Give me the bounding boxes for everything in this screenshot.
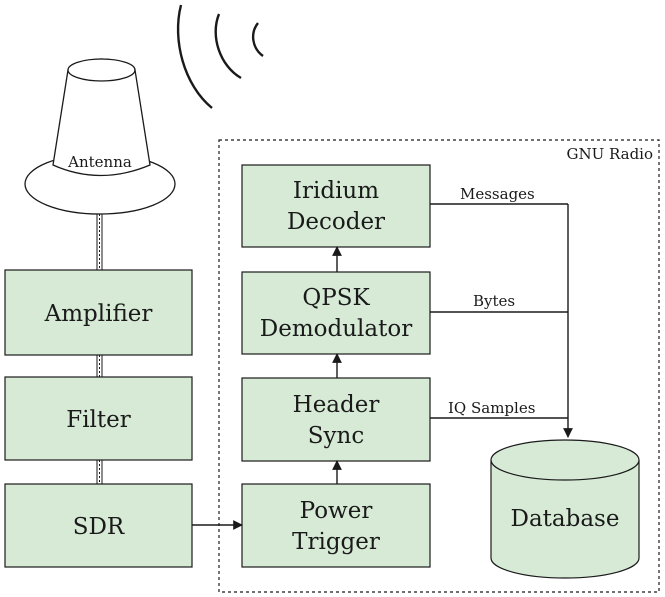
gnu-radio-group xyxy=(218,139,660,593)
bytes-edge-label: Bytes xyxy=(473,292,515,310)
database-cylinder xyxy=(490,439,640,579)
antenna-icon xyxy=(24,58,176,215)
filter-box xyxy=(4,376,193,461)
qpsk-demodulator-line2: Demodulator xyxy=(260,316,412,342)
power-trigger-line1: Power xyxy=(300,498,373,524)
amplifier-filter-cable xyxy=(96,355,103,377)
header-sync-box xyxy=(241,377,431,462)
amplifier-label: Amplifier xyxy=(44,301,153,327)
antenna-label: Antenna xyxy=(67,153,132,171)
header-sync-line1: Header xyxy=(293,392,380,418)
iridium-decoder-box xyxy=(241,164,431,248)
gnu-radio-label: GNU Radio xyxy=(566,145,653,163)
header-sync-line2: Sync xyxy=(308,423,364,449)
antenna-cable xyxy=(96,214,103,270)
database-label: Database xyxy=(511,506,620,532)
sdr-label: SDR xyxy=(73,514,125,540)
filter-sdr-cable xyxy=(96,460,103,484)
amplifier-box xyxy=(4,269,193,356)
iridium-decoder-line1: Iridium xyxy=(293,178,379,204)
iq-samples-edge-label: IQ Samples xyxy=(448,399,535,417)
iridium-decoder-line2: Decoder xyxy=(287,209,385,235)
radio-waves-icon xyxy=(176,4,264,109)
filter-label: Filter xyxy=(66,407,131,433)
messages-edge-label: Messages xyxy=(460,185,535,203)
qpsk-demodulator-box xyxy=(241,271,431,355)
output-lines xyxy=(430,203,573,438)
power-trigger-line2: Trigger xyxy=(292,529,380,555)
power-trigger-box xyxy=(241,483,431,568)
qpsk-demodulator-line1: QPSK xyxy=(302,285,370,311)
